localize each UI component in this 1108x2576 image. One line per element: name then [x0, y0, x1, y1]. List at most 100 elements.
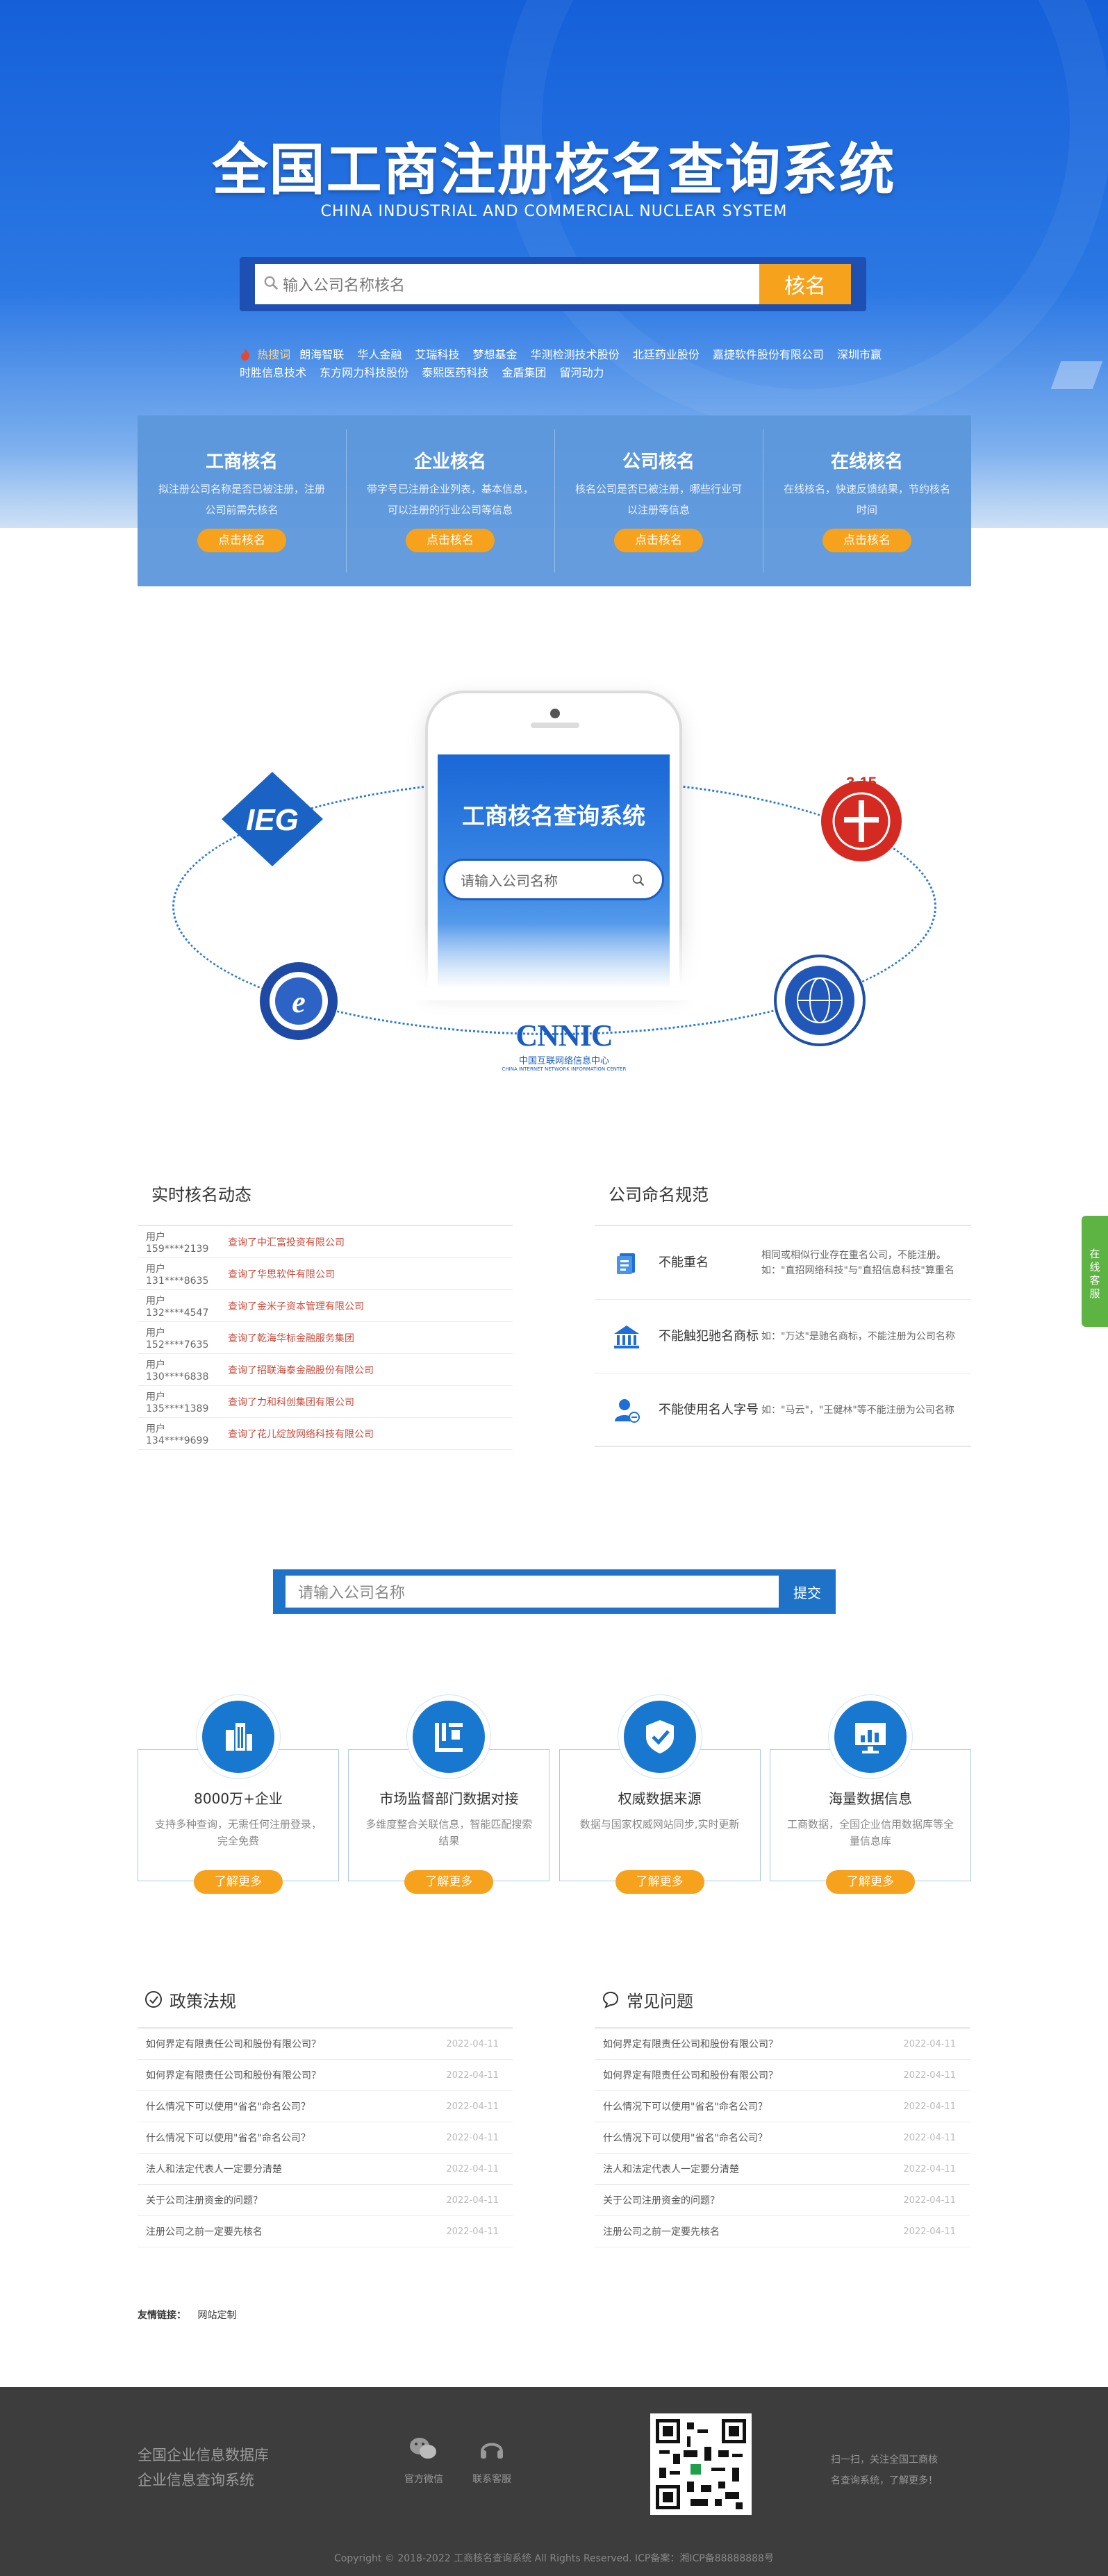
logo-315-text: 3·15 — [846, 774, 877, 791]
news-text: 关于公司注册资金的问题？ — [603, 2195, 720, 2206]
news-item[interactable]: 什么情况下可以使用"省名"命名公司？2022-04-11 — [595, 2122, 970, 2154]
hot-word[interactable]: 深圳市赢时胜信息技术 — [240, 348, 882, 379]
feature-card: 8000万+企业支持多种查询，无需任何注册登录，完全免费 了解更多 — [138, 1695, 339, 1897]
submit-button[interactable]: 提交 — [793, 1584, 821, 1601]
feature-card: 海量数据信息工商数据，全国企业信用数据库等全量信息库 了解更多 — [769, 1695, 971, 1897]
faq-section: 常见问题 如何界定有限责任公司和股份有限公司？2022-04-11 如何界定有限… — [595, 1985, 970, 2247]
search-icon — [264, 276, 279, 290]
learn-more-button[interactable]: 了解更多 — [615, 1870, 704, 1894]
news-date: 2022-04-11 — [446, 2195, 499, 2206]
hot-word[interactable]: 东方网力科技股份 — [320, 366, 409, 379]
wechat-link[interactable]: 官方微信 — [396, 2433, 452, 2486]
cnnic-text: CNNIC — [515, 1018, 613, 1052]
hot-word[interactable]: 嘉捷软件股份有限公司 — [712, 348, 824, 361]
list-item[interactable]: 用户132****4547 查询了金米子资本管理有限公司 — [138, 1290, 513, 1322]
dyn-user: 用户132****4547 — [146, 1295, 209, 1319]
shield-check-icon — [645, 1720, 674, 1753]
ieg-text: IEG — [246, 803, 299, 837]
feature-title: 市场监督部门数据对接 — [379, 1790, 519, 1807]
learn-more-button[interactable]: 了解更多 — [404, 1870, 494, 1894]
news-item[interactable]: 注册公司之前一定要先核名 2022-04-11 — [595, 2216, 970, 2247]
service-button[interactable]: 点击核名 — [822, 529, 911, 552]
service-desc: 带字号已注册企业列表，基本信息，可以注册的行业公司等信息 — [366, 483, 534, 516]
blue-seal-logo — [771, 952, 868, 1049]
phone-search-input[interactable]: 请输入公司名称 — [443, 859, 664, 900]
news-date: 2022-04-11 — [903, 2070, 956, 2081]
hero-search-button[interactable]: 核名 — [759, 264, 851, 304]
news-date: 2022-04-11 — [903, 2226, 956, 2237]
wechat-icon — [410, 2438, 436, 2459]
friend-link[interactable]: 网站定制 — [197, 2310, 237, 2321]
hot-words: 热搜词 朗海智联 华人金融 艾瑞科技 梦想基金 华测检测技术股份 北廷药业股份 … — [240, 346, 886, 382]
hot-word[interactable]: 金盾集团 — [502, 366, 547, 379]
rule-item: 不能触犯驰名商标 如："万达"是驰名商标，不能注册为公司名称 — [595, 1300, 971, 1373]
footer-right2: 名查询系统，了解更多！ — [831, 2475, 938, 2486]
feature-desc: 多维度整合关联信息，智能匹配搜索结果 — [365, 1818, 533, 1847]
news-item[interactable]: 什么情况下可以使用"省名"命名公司？2022-04-11 — [138, 2091, 513, 2122]
dyn-user: 用户159****2139 — [146, 1231, 209, 1255]
learn-more-button[interactable]: 了解更多 — [825, 1870, 915, 1894]
service-label: 联系客服 — [472, 2474, 511, 2485]
footer: 全国企业信息数据库 企业信息查询系统 官方微信 联系客服 扫一扫，关注全国工商核… — [0, 2387, 1108, 2576]
hot-word[interactable]: 华人金融 — [357, 348, 402, 361]
news-item[interactable]: 如何界定有限责任公司和股份有限公司？2022-04-11 — [595, 2029, 970, 2060]
hero-search: 输入公司名称核名 核名 — [240, 257, 866, 311]
chat-icon — [602, 1991, 619, 2008]
hot-word[interactable]: 艾瑞科技 — [415, 348, 460, 361]
dyn-user: 用户131****8635 — [146, 1263, 209, 1287]
hot-word[interactable]: 泰熙医药科技 — [422, 366, 489, 379]
service-button[interactable]: 点击核名 — [406, 529, 495, 552]
rule-name: 不能触犯驰名商标 — [659, 1328, 759, 1344]
phone-camera — [550, 709, 560, 718]
news-item[interactable]: 如何界定有限责任公司和股份有限公司？2022-04-11 — [138, 2060, 513, 2091]
news-item[interactable]: 关于公司注册资金的问题？2022-04-11 — [138, 2185, 513, 2216]
hot-word[interactable]: 梦想基金 — [472, 348, 518, 361]
service-card: 企业核名 带字号已注册企业列表，基本信息，可以注册的行业公司等信息 点击核名 — [346, 415, 554, 586]
news-text: 如何界定有限责任公司和股份有限公司？ — [146, 2039, 321, 2050]
news-date: 2022-04-11 — [446, 2101, 499, 2112]
news-item[interactable]: 关于公司注册资金的问题？2022-04-11 — [595, 2185, 970, 2216]
service-desc: 拟注册公司名称是否已被注册，注册公司前需先核名 — [158, 483, 325, 516]
hot-word[interactable]: 华测检测技术股份 — [530, 348, 620, 361]
friend-links: 友情链接： 网站定制 — [138, 2308, 236, 2322]
hero-search-input[interactable]: 输入公司名称核名 — [255, 264, 759, 304]
news-text: 如何界定有限责任公司和股份有限公司？ — [603, 2039, 778, 2050]
dyn-company: 查询了花儿绽放网络科技有限公司 — [228, 1428, 374, 1440]
hot-word[interactable]: 留河动力 — [559, 366, 604, 379]
trademark-icon — [614, 1325, 639, 1348]
company-search-input[interactable]: 请输入公司名称 — [286, 1576, 779, 1608]
news-item[interactable]: 什么情况下可以使用"省名"命名公司？2022-04-11 — [595, 2091, 970, 2122]
service-button[interactable]: 点击核名 — [614, 529, 703, 552]
copyright: Copyright © 2018-2022 工商核名查询系统 All Right… — [334, 2553, 774, 2564]
dyn-company: 查询了乾海华标金融服务集团 — [228, 1332, 354, 1344]
phone-fade — [389, 924, 722, 1000]
online-service-tab[interactable]: 在线客服 — [1082, 1216, 1108, 1327]
service-button[interactable]: 点击核名 — [197, 529, 286, 552]
learn-more-button[interactable]: 了解更多 — [194, 1870, 283, 1894]
news-item[interactable]: 如何界定有限责任公司和股份有限公司？2022-04-11 — [138, 2029, 513, 2060]
rule-name: 不能重名 — [659, 1255, 709, 1270]
news-text: 注册公司之前一定要先核名 — [603, 2227, 720, 2238]
service-link[interactable]: 联系客服 — [464, 2433, 520, 2486]
footer-right1: 扫一扫，关注全国工商核 — [831, 2454, 938, 2466]
news-item[interactable]: 什么情况下可以使用"省名"命名公司？2022-04-11 — [138, 2122, 513, 2154]
hot-word[interactable]: 朗海智联 — [299, 348, 345, 361]
rule-name: 不能使用名人字号 — [659, 1403, 759, 1417]
feature-title: 权威数据来源 — [618, 1790, 702, 1807]
dyn-company: 查询了金米子资本管理有限公司 — [228, 1301, 364, 1312]
cnnic-en: CHINA INTERNET NETWORK INFORMATION CENTE… — [502, 1066, 627, 1072]
news-text: 什么情况下可以使用"省名"命名公司？ — [603, 2102, 768, 2113]
news-text: 如何界定有限责任公司和股份有限公司？ — [603, 2070, 778, 2081]
news-item[interactable]: 如何界定有限责任公司和股份有限公司？ 2022-04-11 — [595, 2060, 970, 2091]
headset-icon — [481, 2443, 503, 2459]
hot-word[interactable]: 北廷药业股份 — [632, 348, 700, 361]
